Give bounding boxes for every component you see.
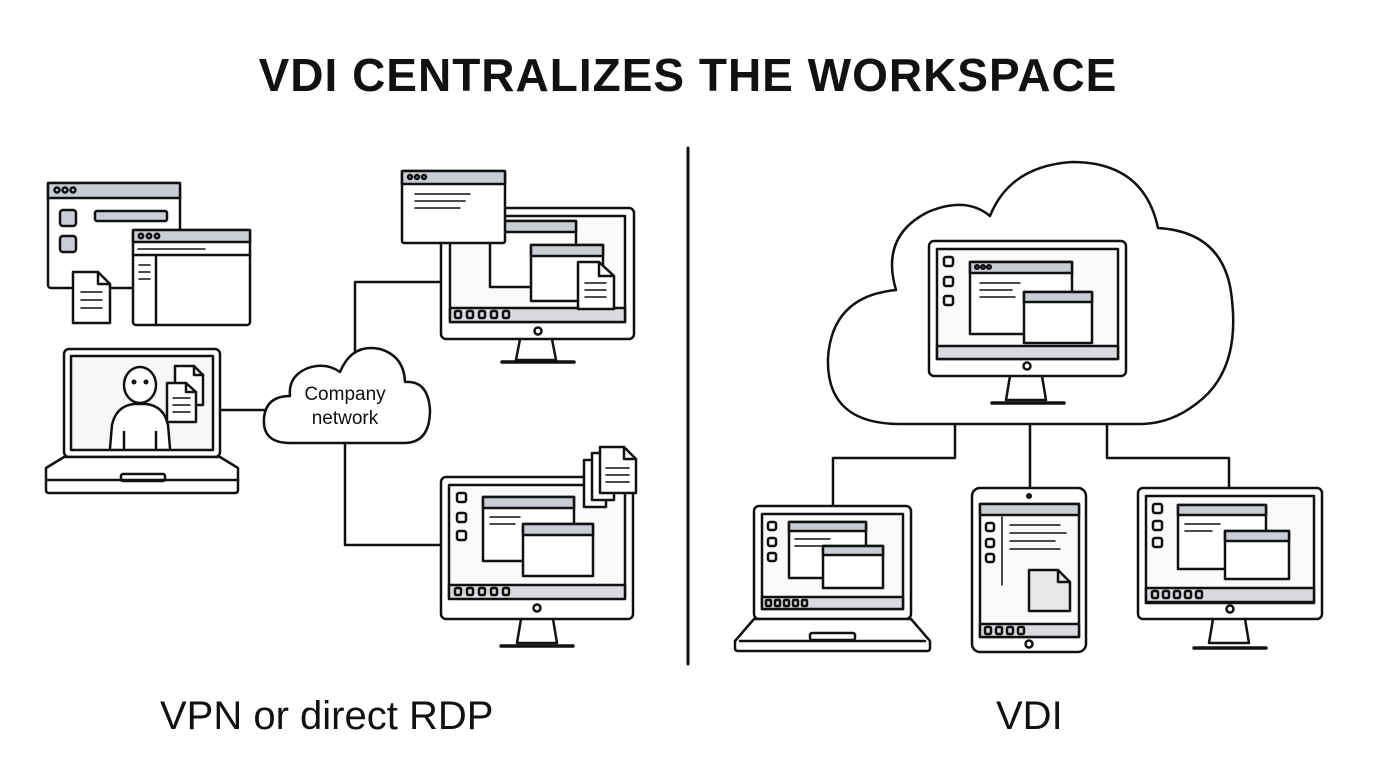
caption-vdi: VDI bbox=[996, 694, 1063, 738]
caption-vpn-rdp: VPN or direct RDP bbox=[160, 694, 494, 738]
vdi-client-laptop bbox=[733, 504, 932, 653]
vdi-client-desktop bbox=[1136, 486, 1324, 650]
laptop-remote-user bbox=[44, 347, 240, 495]
vdi-virtual-desktop bbox=[927, 239, 1128, 405]
office-desktop-bottom bbox=[439, 445, 638, 648]
company-network-cloud bbox=[262, 346, 432, 445]
vdi-client-tablet bbox=[970, 486, 1088, 654]
app-windows-stack bbox=[46, 181, 252, 327]
diagram-title: VDI CENTRALIZES THE WORKSPACE bbox=[258, 49, 1118, 101]
company-network-label-line2: network bbox=[312, 408, 379, 429]
office-desktop-top bbox=[400, 169, 636, 364]
company-network-label-line1: Company bbox=[304, 384, 386, 405]
